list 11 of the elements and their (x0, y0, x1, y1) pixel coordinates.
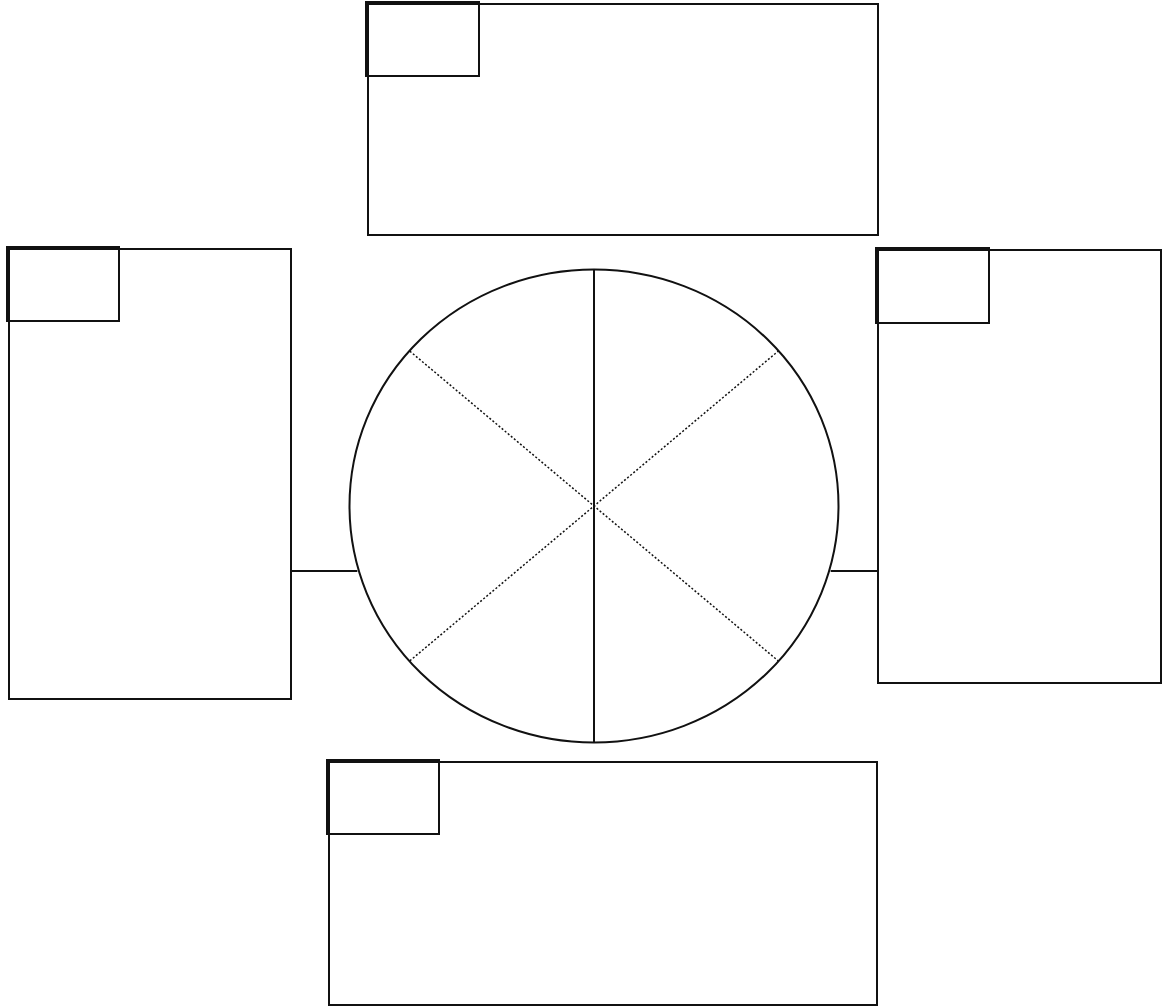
sectored-circle (348, 268, 840, 744)
connector-line (291, 570, 359, 572)
empty-box (367, 3, 879, 236)
connector-line (829, 570, 878, 572)
empty-box (8, 248, 292, 700)
empty-box (365, 1, 480, 77)
empty-box (875, 247, 990, 324)
empty-box (877, 249, 1162, 684)
empty-box (6, 246, 120, 322)
empty-box (326, 759, 440, 835)
empty-box (328, 761, 878, 1006)
